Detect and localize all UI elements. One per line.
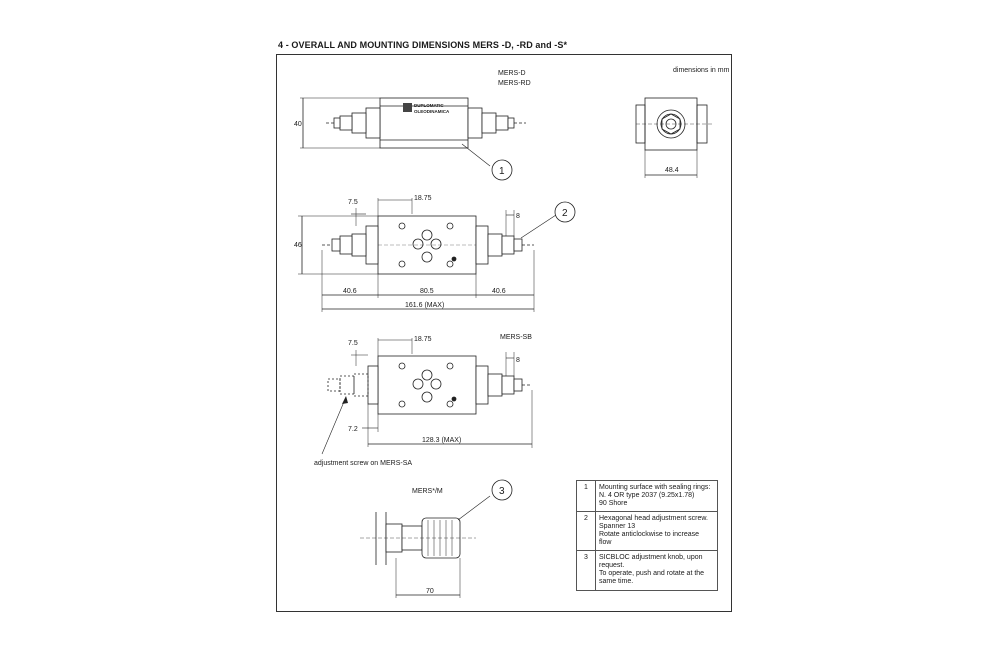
plan1-dim-8: 8 bbox=[516, 213, 520, 220]
drawing-frame bbox=[276, 54, 732, 612]
plan2-dim-8: 8 bbox=[516, 357, 520, 364]
plan-view-2: MERS-SB 18.75 7.5 8 7.2 128.3 bbox=[314, 334, 533, 467]
top-view: MERS-D MERS-RD DUPLOMATIC OLEODINAMICA 4… bbox=[294, 70, 531, 181]
top-view-label-2: MERS-RD bbox=[498, 80, 531, 87]
legend-description: SICBLOC adjustment knob, upon request. T… bbox=[595, 550, 718, 591]
top-view-label-1: MERS-D bbox=[498, 70, 526, 77]
plan2-label: MERS-SB bbox=[500, 334, 532, 341]
legend-line: N. 4 OR type 2037 (9.25x1.78) bbox=[599, 492, 695, 500]
knob-dim-70: 70 bbox=[426, 588, 434, 595]
legend-line: flow bbox=[599, 539, 612, 547]
legend-row: 3 SICBLOC adjustment knob, upon request.… bbox=[576, 550, 718, 591]
legend-number: 1 bbox=[576, 479, 596, 513]
legend-table: 1 Mounting surface with sealing rings: N… bbox=[576, 479, 718, 591]
plan1-dim-7-5: 7.5 bbox=[348, 199, 358, 206]
plan1-dim-mid: 80.5 bbox=[420, 288, 434, 295]
plan1-dim-18-75: 18.75 bbox=[414, 195, 432, 202]
legend-number: 2 bbox=[576, 511, 596, 552]
legend-line: same time. bbox=[599, 578, 634, 586]
brand-name-2: OLEODINAMICA bbox=[414, 109, 450, 114]
callout-3-number: 3 bbox=[499, 486, 505, 497]
plan2-dim-18-75: 18.75 bbox=[414, 336, 432, 343]
side-width-dim: 48.4 bbox=[665, 167, 679, 174]
legend-line: Rotate anticlockwise to increase bbox=[599, 531, 699, 539]
callout-3 bbox=[491, 479, 513, 501]
legend-row: 1 Mounting surface with sealing rings: N… bbox=[576, 479, 718, 513]
callout-1-number: 1 bbox=[499, 166, 505, 177]
brand-logo bbox=[403, 103, 412, 112]
brand-name-1: DUPLOMATIC bbox=[414, 103, 444, 108]
legend-line: Hexagonal head adjustment screw. bbox=[599, 515, 708, 523]
plan2-dim-total: 128.3 (MAX) bbox=[422, 437, 461, 444]
callout-1 bbox=[491, 159, 513, 181]
plan1-dim-left: 40.6 bbox=[343, 288, 357, 295]
knob-view: MERS*/M 70 3 bbox=[360, 479, 513, 598]
legend-line: SICBLOC adjustment knob, upon bbox=[599, 554, 703, 562]
callout-2-number: 2 bbox=[562, 208, 568, 219]
legend-row: 2 Hexagonal head adjustment screw. Spann… bbox=[576, 511, 718, 552]
plan2-dim-7-2: 7.2 bbox=[348, 426, 358, 433]
plan1-dim-right: 40.6 bbox=[492, 288, 506, 295]
legend-line: To operate, push and rotate at the bbox=[599, 570, 705, 578]
legend-line: Mounting surface with sealing rings: bbox=[599, 484, 711, 491]
top-height-dim: 40 bbox=[294, 121, 302, 128]
side-view: 48.4 bbox=[635, 97, 712, 178]
plan2-dim-7-5: 7.5 bbox=[348, 340, 358, 347]
units-note: dimensions in mm bbox=[673, 67, 730, 74]
plan1-dim-total: 161.6 (MAX) bbox=[405, 302, 444, 309]
legend-description: Mounting surface with sealing rings: N. … bbox=[595, 479, 718, 513]
plan1-height-dim: 46 bbox=[294, 242, 302, 249]
callout-2 bbox=[554, 201, 576, 223]
plan-view-1: 18.75 7.5 8 46 40.6 80.5 40.6 161.6 (MAX… bbox=[294, 195, 576, 312]
legend-description: Hexagonal head adjustment screw. Spanner… bbox=[595, 511, 718, 552]
legend-line: Spanner 13 bbox=[599, 523, 636, 531]
plan2-note: adjustment screw on MERS-SA bbox=[314, 460, 412, 467]
legend-line: 90 Shore bbox=[599, 500, 628, 508]
legend-number: 3 bbox=[576, 550, 596, 591]
legend-line: request. bbox=[599, 562, 625, 570]
knob-label: MERS*/M bbox=[412, 488, 443, 495]
section-heading: 4 - OVERALL AND MOUNTING DIMENSIONS MERS… bbox=[278, 40, 568, 50]
